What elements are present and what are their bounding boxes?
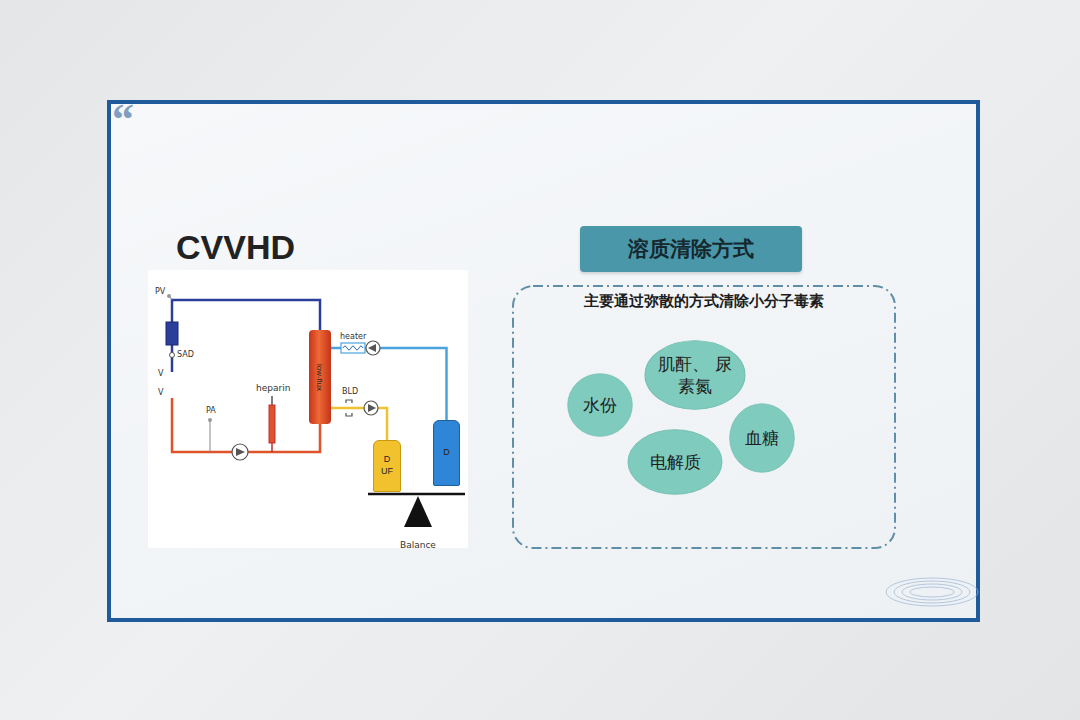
part-label: Balance [400,541,436,550]
pump-arrow [368,404,376,412]
bubble-trap [166,322,178,345]
balance-beam [368,493,465,496]
venous-line [171,345,174,372]
part-label: BLD [342,388,358,396]
arterial-line [172,398,320,452]
part-label: PV [155,288,165,296]
part-label: SAD [177,351,194,359]
dialyzer-filter: low-flux [309,330,331,424]
circle-outline [644,340,746,410]
syringe-plunger [271,396,273,405]
effluent-container: D UF [373,440,401,492]
syringe-needle [271,443,273,452]
part-label: V [158,370,163,378]
term-circle: 肌酐、 尿素氮 [644,340,746,410]
pa-sensor [208,418,212,422]
tubing-connector [331,348,447,420]
heparin-syringe [269,405,275,443]
swirl-decor [886,578,978,606]
bld-detector [346,400,352,416]
node-text: 电解质 [650,451,701,473]
node-text: 主要通过弥散的方式清除小分子毒素 [512,285,896,311]
heater-symbol [341,343,365,353]
dialysate-pump [366,341,380,355]
quote-mark: “ [112,98,134,142]
balance-fulcrum [404,496,432,527]
node-text: 血糖 [745,427,779,449]
effluent-pump [364,401,378,415]
node-text: 肌酐、 尿素氮 [655,353,735,397]
pump-arrow [368,344,376,352]
node-text: D UF [380,454,394,477]
node-text: 溶质清除方式 [628,235,754,263]
section-header: 溶质清除方式 [580,226,802,272]
pump-arrow [236,448,245,456]
tubing-connector [331,408,387,440]
slide-title: CVVHD [176,230,295,264]
content-box: 水份 肌酐、 尿素氮电解质 血糖 主要通过弥散的方式清除小分子毒素 [512,285,896,549]
part-label: heater [340,333,366,341]
node-text: D [440,447,454,459]
sad-sensor [170,353,175,358]
dashed-outline [512,285,896,549]
venous-line [172,300,320,332]
node-text: 水份 [583,394,617,416]
part-label: PA [206,407,216,415]
dialysate-container: D [433,420,460,486]
term-circle: 电解质 [627,429,723,495]
part-label: heparin [256,384,290,393]
node-text: low-flux [316,363,325,390]
term-circle: 水份 [567,373,633,437]
pv-lead [170,297,172,300]
part-label: V [158,389,163,397]
pv-sensor [167,294,171,298]
heater-coil [343,346,363,350]
pa-lead [210,420,211,452]
blood-pump [232,444,248,460]
diagram-panel [148,270,468,548]
term-circle: 血糖 [729,403,795,473]
